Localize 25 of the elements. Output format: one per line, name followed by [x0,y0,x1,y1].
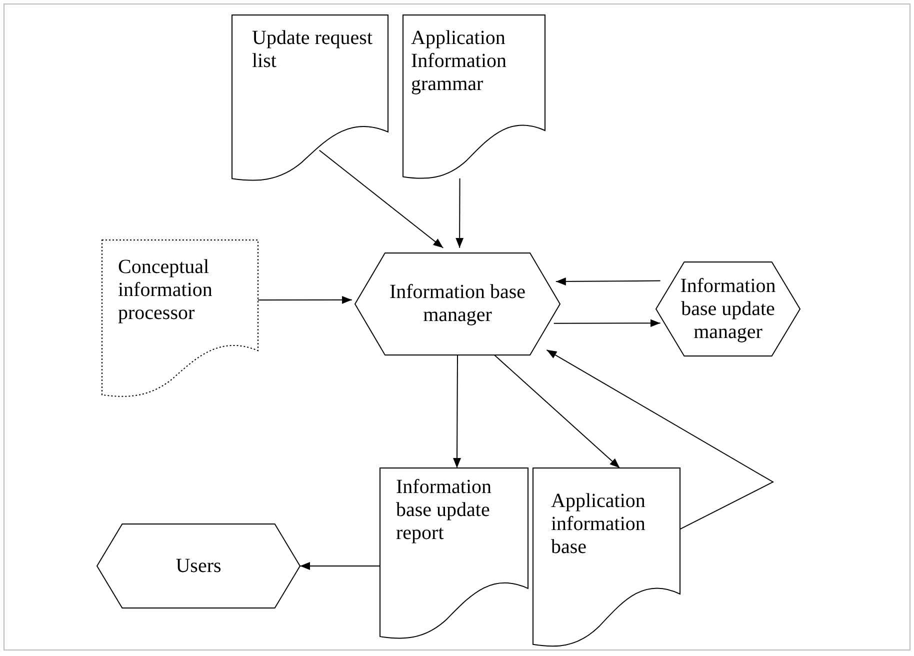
arrow [553,319,661,328]
process-hexagon [656,262,800,356]
arrow [453,354,461,468]
arrow [300,562,380,570]
process-hexagon [97,524,300,608]
node-label: Information base manager [388,281,527,327]
node-label: Users [176,554,222,578]
arrow [555,277,661,286]
node-label: Application information base [551,490,646,559]
arrow [494,354,620,468]
node-label: Update request list [252,27,374,73]
process-hexagon [355,253,560,355]
arrow [258,296,352,304]
node-label: Application Information grammar [411,27,508,96]
node-label: Conceptual information processor [118,256,214,325]
arrow [546,349,774,530]
document-shape [403,15,545,180]
node-label: Information base update manager [680,274,776,344]
node-label: Information base update report [396,476,493,545]
arrow [318,150,444,248]
document-shape [533,468,680,648]
document-shape [232,15,388,182]
document-shape [102,240,258,398]
arrow [456,178,464,248]
document-shape [380,468,528,640]
